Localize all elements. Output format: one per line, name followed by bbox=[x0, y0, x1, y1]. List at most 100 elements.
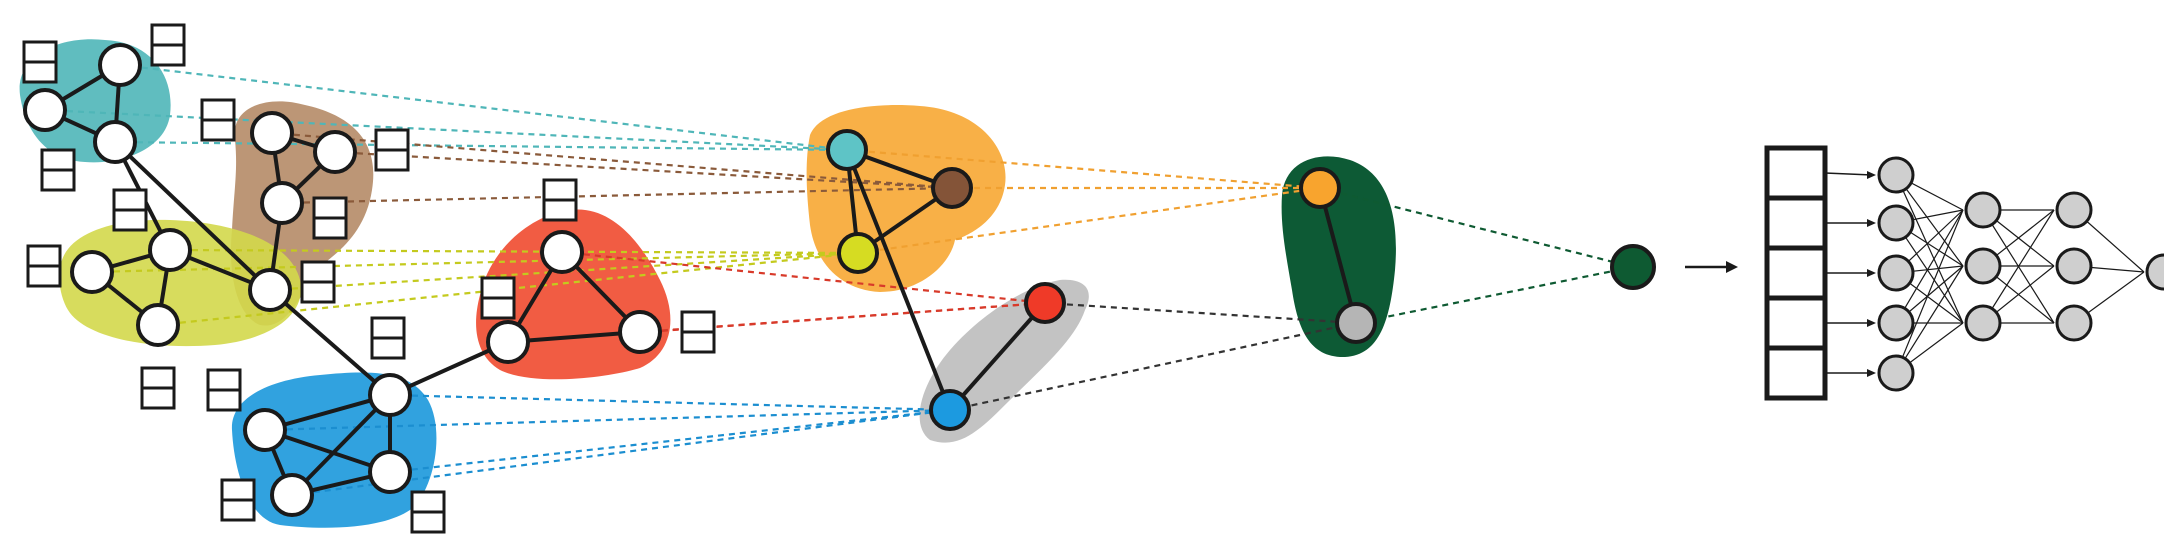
vector-cell bbox=[1764, 195, 1828, 251]
pooled-node-final bbox=[1610, 244, 1656, 290]
mlp-neuron bbox=[1877, 254, 1915, 292]
feature-box bbox=[200, 98, 236, 142]
mlp-neuron bbox=[1964, 191, 2002, 229]
input-node bbox=[136, 303, 180, 347]
mlp-neuron bbox=[1877, 354, 1915, 392]
feature-box bbox=[206, 368, 242, 412]
pooled-node-gray bbox=[1335, 302, 1377, 344]
input-node bbox=[260, 181, 304, 225]
input-node bbox=[98, 43, 142, 87]
dashed-link-t3-to-teal bbox=[114, 140, 848, 152]
edge-blue-red bbox=[948, 301, 1047, 412]
dashed-link-u1-to-blue bbox=[389, 393, 951, 412]
dashed-link-y3-to-yellow bbox=[157, 251, 859, 327]
pooled-node-orange bbox=[1299, 167, 1341, 209]
mlp-input-arrowhead bbox=[1867, 219, 1876, 227]
edge-t3-y4 bbox=[113, 140, 272, 292]
mlp-neuron bbox=[1964, 304, 2002, 342]
dashed-link-yellow-to-orange bbox=[857, 186, 1321, 255]
feature-box bbox=[22, 40, 58, 84]
pooling-correspondence-lines bbox=[44, 63, 1634, 497]
mlp-neuron bbox=[2055, 247, 2093, 285]
input-node bbox=[70, 250, 114, 294]
feature-box bbox=[480, 276, 516, 320]
dashed-link-r1-to-red bbox=[561, 250, 1046, 305]
dashed-link-gray-to-final bbox=[1355, 265, 1634, 325]
mlp-neuron bbox=[1877, 304, 1915, 342]
pooled-node-red bbox=[1024, 282, 1066, 324]
dashed-link-red-to-gray bbox=[1044, 301, 1357, 325]
arrow-to-classifier bbox=[1685, 261, 1738, 273]
mlp-classifier bbox=[1824, 156, 2164, 392]
pooled-node-blue bbox=[929, 389, 971, 431]
input-node bbox=[368, 450, 412, 494]
dashed-link-t2-to-teal bbox=[44, 108, 848, 152]
mlp-connection bbox=[1895, 209, 1964, 374]
feature-box bbox=[112, 188, 148, 232]
mlp-neuron bbox=[2055, 304, 2093, 342]
feature-box bbox=[410, 490, 446, 534]
mlp-connection bbox=[1895, 222, 1964, 324]
feature-box bbox=[312, 196, 348, 240]
vector-cell bbox=[1764, 145, 1828, 201]
edge-y4-u1 bbox=[268, 288, 392, 397]
input-node bbox=[93, 120, 137, 164]
mlp-input-arrowhead bbox=[1867, 171, 1876, 179]
input-node bbox=[148, 228, 192, 272]
feature-vector bbox=[1764, 145, 1828, 401]
dashed-link-orange-to-final bbox=[1319, 186, 1634, 269]
pooled-node-teal bbox=[826, 129, 868, 171]
feature-box bbox=[150, 23, 186, 67]
input-node bbox=[243, 408, 287, 452]
mlp-neuron bbox=[2055, 191, 2093, 229]
dashed-link-u3-to-blue bbox=[389, 408, 951, 474]
node-feature-boxes bbox=[22, 23, 716, 534]
pooled-node-brown bbox=[931, 167, 973, 209]
edge-orange-gray bbox=[1318, 187, 1358, 324]
mlp-connection bbox=[1895, 174, 1964, 267]
feature-box bbox=[680, 310, 716, 354]
feature-box bbox=[370, 316, 406, 360]
mlp-neuron bbox=[2145, 253, 2164, 291]
input-node bbox=[250, 111, 294, 155]
mlp-input-arrowhead bbox=[1867, 269, 1876, 277]
input-node bbox=[618, 310, 662, 354]
dashed-link-t1-to-teal bbox=[119, 63, 848, 152]
mlp-neuron bbox=[1877, 156, 1915, 194]
input-node bbox=[23, 88, 67, 132]
edge-r2-r3 bbox=[507, 330, 641, 344]
arrow-head bbox=[1726, 261, 1738, 273]
mlp-neuron bbox=[1964, 247, 2002, 285]
input-node bbox=[270, 473, 314, 517]
edge-teal-blue bbox=[845, 149, 952, 411]
mlp-connection bbox=[1982, 209, 2055, 324]
feature-box bbox=[300, 260, 336, 304]
vector-cell bbox=[1764, 295, 1828, 351]
mlp-input-link bbox=[1824, 172, 1873, 176]
dashed-link-y1-to-yellow bbox=[169, 248, 859, 255]
pooled-node-yellow bbox=[837, 232, 879, 274]
dashed-link-y2-to-yellow bbox=[91, 251, 859, 274]
dashed-link-u2-to-blue bbox=[264, 408, 951, 432]
vector-cell bbox=[1764, 345, 1828, 401]
dashed-link-teal-to-orange bbox=[846, 148, 1321, 190]
dashed-link-b3-to-brown bbox=[281, 186, 953, 205]
feature-box bbox=[220, 478, 256, 522]
feature-box bbox=[140, 366, 176, 410]
mlp-connection bbox=[1895, 174, 1964, 324]
mlp-neuron bbox=[1877, 204, 1915, 242]
mlp-connection bbox=[1895, 209, 1964, 324]
mlp-input-arrowhead bbox=[1867, 319, 1876, 327]
dashed-link-blue-to-gray bbox=[949, 321, 1357, 412]
edge-u1-u4 bbox=[290, 393, 392, 497]
input-node bbox=[368, 373, 412, 417]
input-node bbox=[540, 230, 584, 274]
mlp-input-arrowhead bbox=[1867, 369, 1876, 377]
dashed-link-b2-to-brown bbox=[334, 150, 953, 190]
input-node bbox=[313, 130, 357, 174]
input-node bbox=[248, 268, 292, 312]
graph-nodes bbox=[23, 43, 1656, 517]
mlp-connection bbox=[1895, 265, 1964, 374]
